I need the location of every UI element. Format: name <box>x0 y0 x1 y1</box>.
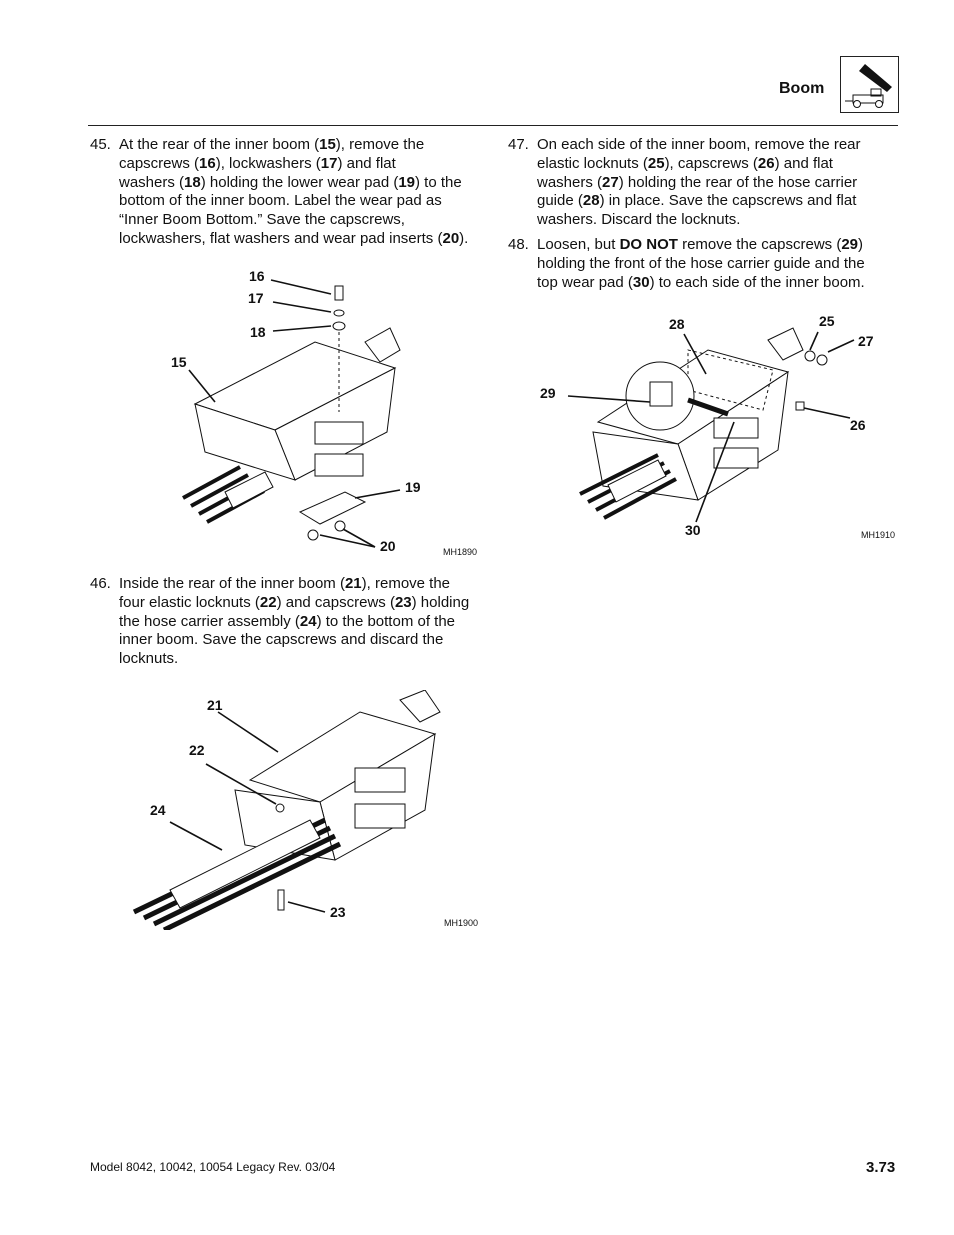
figure-code: MH1900 <box>444 918 479 928</box>
figure-hose-carrier <box>130 689 490 933</box>
step-45: 45. At the rear of the inner boom (15), r… <box>90 136 490 250</box>
step-47: 47. On each side of the inner boom, remov… <box>508 136 908 231</box>
step-number: 48. <box>508 236 529 253</box>
callout-20: 20 <box>380 538 396 554</box>
boom-crane-icon <box>840 56 899 113</box>
step-text: Loosen, but DO NOT remove the capscrews … <box>537 236 865 291</box>
page-number: 3.73 <box>866 1159 896 1176</box>
step-text: At the rear of the inner boom (15), remo… <box>119 136 469 247</box>
callout-19: 19 <box>405 479 421 495</box>
callout-21: 21 <box>207 697 223 713</box>
callout-28: 28 <box>669 316 685 332</box>
step-number: 46. <box>90 575 111 592</box>
callout-23: 23 <box>330 904 346 920</box>
step-48: 48. Loosen, but DO NOT remove the capscre… <box>508 236 908 293</box>
callout-30: 30 <box>685 522 701 538</box>
step-text: On each side of the inner boom, remove t… <box>537 136 861 229</box>
header-rule <box>88 125 898 126</box>
callout-22: 22 <box>189 742 205 758</box>
step-number: 45. <box>90 136 111 153</box>
callout-29: 29 <box>540 385 556 401</box>
callout-18: 18 <box>250 324 266 340</box>
callout-27: 27 <box>858 333 874 349</box>
callout-25: 25 <box>819 313 835 329</box>
figure-lower-wear-pad <box>165 262 485 562</box>
figure-code: MH1910 <box>861 530 896 540</box>
callout-17: 17 <box>248 290 264 306</box>
callout-16: 16 <box>249 268 265 284</box>
step-text: Inside the rear of the inner boom (21), … <box>119 575 470 668</box>
figure-hose-carrier-guide <box>538 310 898 545</box>
callout-24: 24 <box>150 802 166 818</box>
callout-26: 26 <box>850 417 866 433</box>
step-46: 46. Inside the rear of the inner boom (21… <box>90 575 490 670</box>
figure-code: MH1890 <box>443 547 478 557</box>
callout-15: 15 <box>171 354 187 370</box>
footer-model: Model 8042, 10042, 10054 Legacy Rev. 03/… <box>90 1160 336 1174</box>
step-number: 47. <box>508 136 529 153</box>
section-title: Boom <box>779 80 825 97</box>
